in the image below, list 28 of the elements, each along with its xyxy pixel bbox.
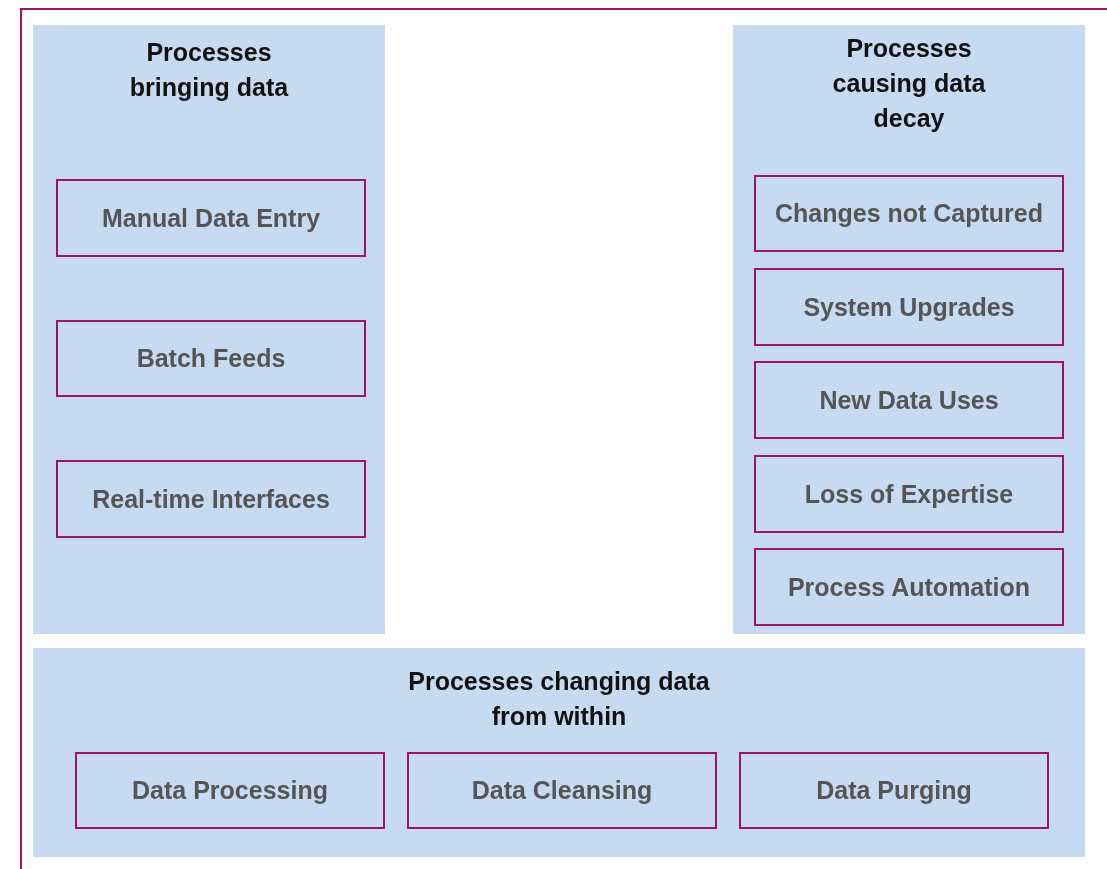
group-panel xyxy=(733,25,1085,634)
box-label: Real-time Interfaces xyxy=(92,483,330,515)
process-box xyxy=(754,268,1064,346)
box-label: System Upgrades xyxy=(803,291,1015,323)
group-heading: Processes bringing data xyxy=(128,37,290,103)
process-box xyxy=(56,460,366,538)
process-box xyxy=(56,179,366,257)
box-label: Data Cleansing xyxy=(471,775,653,806)
box-label: New Data Uses xyxy=(819,384,999,416)
process-box xyxy=(407,752,717,829)
process-box xyxy=(754,361,1064,439)
process-box xyxy=(75,752,385,829)
box-label: Loss of Expertise xyxy=(804,478,1014,510)
box-label: Batch Feeds xyxy=(136,343,286,374)
group-heading: Processes causing data decay xyxy=(831,33,987,134)
box-label: Manual Data Entry xyxy=(101,202,321,234)
process-box xyxy=(754,548,1064,626)
process-box xyxy=(754,175,1064,252)
box-label: Data Purging xyxy=(816,775,972,806)
process-box xyxy=(56,320,366,397)
group-heading: Processes changing data from within xyxy=(407,666,711,732)
process-box xyxy=(754,455,1064,533)
group-panel xyxy=(33,648,1085,857)
box-label: Data Processing xyxy=(132,775,328,806)
box-label: Process Automation xyxy=(787,571,1031,603)
process-box xyxy=(739,752,1049,829)
group-panel xyxy=(33,25,385,634)
box-label: Changes not Captured xyxy=(774,198,1044,229)
